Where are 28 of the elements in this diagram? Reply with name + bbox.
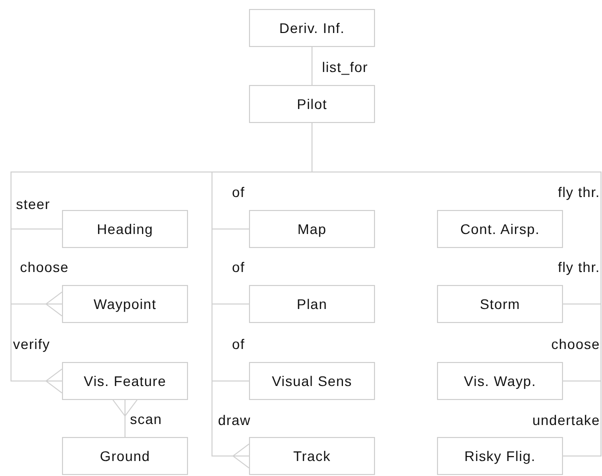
edge-label: choose [20, 259, 69, 275]
entity-box: Map [249, 210, 375, 248]
entity-box: Waypoint [62, 285, 188, 323]
entity-box: Visual Sens [249, 362, 375, 400]
edge-label: draw [218, 412, 251, 428]
edge-label: undertake [532, 412, 600, 428]
entity-box: Risky Flig. [437, 437, 563, 475]
entity-box: Pilot [249, 85, 375, 123]
entity-box: Deriv. Inf. [249, 9, 375, 47]
edge-label: verify [13, 336, 50, 352]
entity-box: Heading [62, 210, 188, 248]
edge-label: fly thr. [558, 259, 600, 275]
edge-label: of [232, 184, 245, 200]
entity-box: Plan [249, 285, 375, 323]
entity-box: Storm [437, 285, 563, 323]
connector-line [112, 400, 138, 438]
entity-box: Vis. Wayp. [437, 362, 563, 400]
edge-label: scan [130, 411, 162, 427]
edge-label: of [232, 259, 245, 275]
entity-box: Cont. Airsp. [437, 210, 563, 248]
edge-label: steer [16, 196, 50, 212]
entity-box: Track [249, 437, 375, 475]
edge-label: choose [551, 336, 600, 352]
edge-label: list_for [322, 59, 368, 75]
entity-box: Ground [62, 437, 188, 475]
edge-label: of [232, 336, 245, 352]
relation-label: fly thr. [558, 184, 600, 200]
entity-box: Vis. Feature [62, 362, 188, 400]
